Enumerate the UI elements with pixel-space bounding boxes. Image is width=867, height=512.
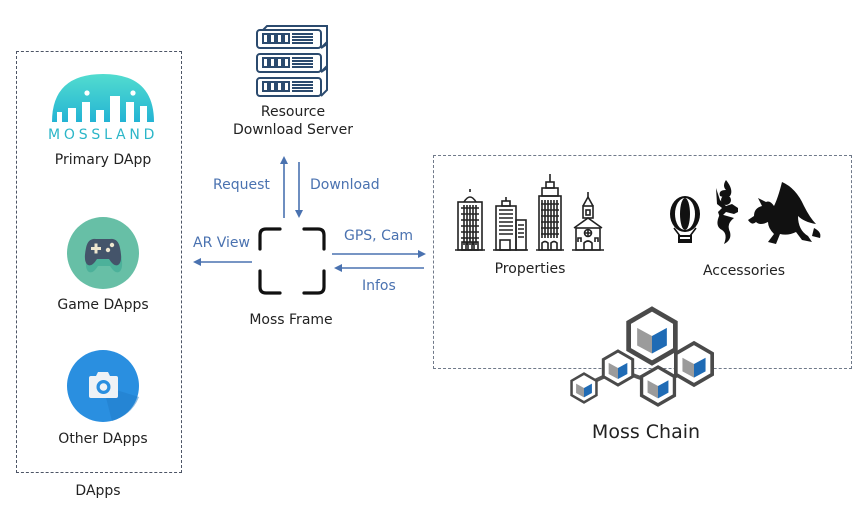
mossland-logo-icon: [52, 74, 154, 122]
frame-corners-icon: [258, 227, 326, 295]
office-building-icon: [493, 197, 528, 251]
properties-label: Properties: [494, 261, 566, 277]
gamepad-icon: [67, 217, 139, 289]
other-dapps-label: Other DApps: [58, 431, 148, 447]
infos-label: Infos: [362, 278, 396, 294]
dapps-group-label: DApps: [75, 483, 121, 499]
church-icon: [572, 192, 604, 251]
gps-cam-label: GPS, Cam: [344, 228, 414, 244]
primary-dapp-label: Primary DApp: [54, 152, 152, 168]
domed-tower-icon: [455, 189, 485, 251]
moss-chain[interactable]: Moss Chain: [566, 304, 726, 450]
ar-view-label: AR View: [193, 235, 250, 251]
game-dapps-label: Game DApps: [57, 297, 149, 313]
moss-chain-label: Moss Chain: [591, 421, 701, 443]
game-dapps[interactable]: Game DApps: [40, 216, 166, 316]
moss-frame-label: Moss Frame: [249, 312, 333, 328]
request-label: Request: [213, 177, 270, 193]
genie-icon: [716, 180, 738, 244]
dragon-icon: [748, 182, 821, 244]
mossland-logo-text: MOSSLAND: [48, 127, 159, 143]
skyscraper-icon: [536, 174, 564, 251]
assets-group: [433, 155, 852, 369]
server-label-line1: Resource: [260, 104, 326, 120]
properties-icons: [455, 174, 604, 251]
accessories-icons: [670, 180, 821, 244]
server-rack-icon: [256, 25, 328, 97]
resource-download-server[interactable]: Resource Download Server: [228, 22, 358, 142]
properties[interactable]: Properties: [450, 172, 610, 282]
hot-air-balloon-icon: [670, 196, 700, 243]
download-label: Download: [310, 177, 380, 193]
server-label-line2: Download Server: [233, 122, 353, 138]
dapps-group: [16, 51, 182, 473]
camera-icon: [67, 350, 139, 422]
moss-frame[interactable]: Moss Frame: [240, 225, 340, 335]
other-dapps[interactable]: Other DApps: [40, 349, 166, 449]
accessories[interactable]: Accessories: [664, 178, 824, 288]
accessories-label: Accessories: [702, 263, 786, 279]
primary-dapp[interactable]: MOSSLAND Primary DApp: [48, 72, 158, 172]
blockchain-cubes-icon: [570, 304, 715, 407]
